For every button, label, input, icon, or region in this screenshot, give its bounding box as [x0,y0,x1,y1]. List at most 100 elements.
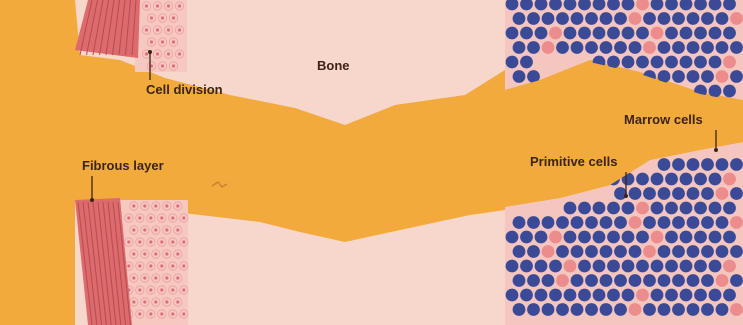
marrow-cell [687,158,700,171]
primitive-cell [730,216,743,229]
cell-nucleus [161,16,164,19]
marrow-cell [680,56,693,69]
cell-nucleus [149,216,152,219]
marrow-cell [730,41,743,54]
marrow-cell [585,274,598,287]
marrow-cell [542,303,555,316]
cell-nucleus [132,300,135,303]
cell-nucleus [143,228,146,231]
marrow-cell [723,27,736,40]
cell-nucleus [171,216,174,219]
marrow-cell [701,245,714,258]
marrow-cell [701,274,714,287]
marrow-cell [723,85,736,98]
marrow-cell [629,41,642,54]
marrow-cell [730,158,743,171]
marrow-cell [593,202,606,215]
marrow-cell [665,56,678,69]
cell-nucleus [176,276,179,279]
marrow-cell [694,260,707,273]
cell-nucleus [132,228,135,231]
cell-nucleus [156,28,159,31]
cell-nucleus [171,288,174,291]
marrow-cell [578,202,591,215]
marrow-cell [636,173,649,186]
marrow-cell [687,41,700,54]
primitive-cell [730,303,743,316]
primitive-cell [643,41,656,54]
marrow-cell [672,41,685,54]
marrow-cell [527,245,540,258]
primitive-cell [723,173,736,186]
marrow-cell [723,202,736,215]
marrow-cell [658,158,671,171]
marrow-cell [730,70,743,83]
marrow-cell [680,289,693,302]
marrow-cell [513,245,526,258]
marrow-cell [730,187,743,200]
marrow-cell [614,216,627,229]
marrow-cell [513,303,526,316]
leader-dot-marrow-cells [714,148,718,152]
cell-nucleus [143,204,146,207]
marrow-cell [556,41,569,54]
marrow-cell [542,274,555,287]
marrow-cell [680,231,693,244]
marrow-cell [672,70,685,83]
cell-nucleus [160,288,163,291]
cell-nucleus [150,16,153,19]
marrow-cell [513,70,526,83]
label-marrow-cells: Marrow cells [624,112,703,127]
marrow-cell [513,12,526,25]
primitive-cell [629,12,642,25]
cell-nucleus [132,204,135,207]
marrow-cell [607,231,620,244]
cell-nucleus [172,40,175,43]
marrow-cell [658,303,671,316]
marrow-cell [571,274,584,287]
cell-nucleus [165,252,168,255]
marrow-cell [556,303,569,316]
label-cell-division: Cell division [146,82,223,97]
marrow-cell [701,187,714,200]
marrow-cell [506,56,519,69]
cell-nucleus [172,16,175,19]
cell-nucleus [176,204,179,207]
marrow-cell [593,231,606,244]
cell-nucleus [154,276,157,279]
primitive-cell [651,231,664,244]
cell-nucleus [182,240,185,243]
cell-layer-upper [135,0,187,72]
marrow-cell [506,289,519,302]
marrow-cell [716,303,729,316]
marrow-cell [687,245,700,258]
cell-nucleus [176,252,179,255]
cell-nucleus [182,216,185,219]
marrow-cell [701,41,714,54]
marrow-cell [687,274,700,287]
cell-nucleus [171,264,174,267]
marrow-cell [527,274,540,287]
marrow-cell [556,216,569,229]
marrow-cell [622,231,635,244]
marrow-cell [578,27,591,40]
marrow-cell [701,303,714,316]
marrow-cell [622,260,635,273]
marrow-cell [585,41,598,54]
primitive-cell [636,202,649,215]
marrow-cell [614,245,627,258]
marrow-cell [680,260,693,273]
marrow-cell [709,289,722,302]
marrow-cell [571,216,584,229]
primitive-cell [716,70,729,83]
marrow-cell [513,41,526,54]
cell-nucleus [161,64,164,67]
primitive-cell [730,12,743,25]
marrow-cell [651,56,664,69]
marrow-cell [672,245,685,258]
marrow-cell [585,12,598,25]
cell-nucleus [167,4,170,7]
marrow-cell [643,187,656,200]
marrow-cell [527,41,540,54]
